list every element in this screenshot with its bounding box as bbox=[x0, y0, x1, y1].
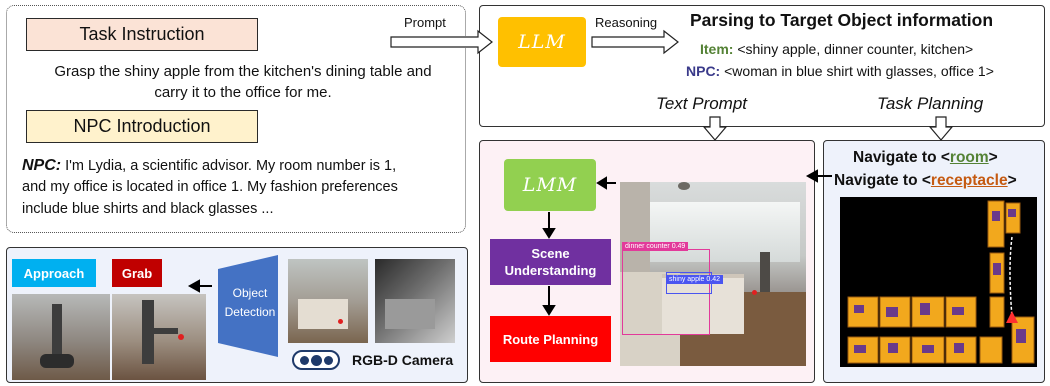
task-planning-label: Task Planning bbox=[877, 94, 984, 113]
nav-receptacle-suffix: > bbox=[1007, 172, 1017, 189]
grab-apple bbox=[178, 334, 184, 340]
route-planning-label: Route Planning bbox=[502, 331, 599, 347]
semantic-floor-map bbox=[840, 197, 1037, 367]
camera-lens-1 bbox=[300, 356, 309, 365]
scene-stool bbox=[760, 252, 770, 292]
nav-room-prefix: Navigate to < bbox=[853, 149, 950, 166]
approach-photo bbox=[12, 294, 110, 380]
reasoning-label: Reasoning bbox=[595, 15, 658, 30]
parsing-npc-line: NPC: <woman in blue shirt with glasses, … bbox=[686, 61, 994, 82]
detection-line2: Detection bbox=[224, 305, 276, 319]
rgbd-camera-icon bbox=[292, 350, 340, 370]
grab-badge: Grab bbox=[112, 259, 162, 287]
npc-target-label: NPC: bbox=[686, 63, 721, 79]
npc-intro-line3: include blue shirts and black glasses ..… bbox=[22, 201, 274, 217]
rgbd-camera-label: RGB-D Camera bbox=[352, 352, 454, 368]
lmm-box: LMM bbox=[504, 159, 596, 211]
navigation-path bbox=[1009, 236, 1013, 318]
approach-robot-base bbox=[40, 354, 74, 368]
apple-marker bbox=[752, 290, 757, 295]
counter-detection-label: dinner counter 0.49 bbox=[622, 242, 689, 251]
depth-image bbox=[375, 259, 455, 343]
scene-understanding-box: Scene Understanding bbox=[490, 239, 611, 285]
parsing-title: Parsing to Target Object information bbox=[690, 10, 994, 30]
scene-window bbox=[650, 202, 800, 262]
agent-marker bbox=[1006, 311, 1018, 323]
scene-line1: Scene bbox=[531, 246, 570, 261]
scene-counter bbox=[662, 274, 744, 334]
llm-box: LLM bbox=[498, 17, 586, 67]
route-planning-box: Route Planning bbox=[490, 316, 611, 362]
task-instruction-title: Task Instruction bbox=[79, 24, 205, 44]
apple-detection-label: shiny apple 0.42 bbox=[666, 275, 723, 284]
npc-intro-text1: I'm Lydia, a scientific advisor. My room… bbox=[61, 158, 397, 174]
map-furniture bbox=[854, 209, 1026, 353]
depth-counter bbox=[385, 299, 435, 329]
approach-robot-arm bbox=[52, 304, 62, 364]
grab-robot-arm bbox=[142, 300, 154, 364]
item-label: Item: bbox=[700, 41, 734, 57]
text-prompt-label: Text Prompt bbox=[656, 94, 748, 113]
rgb-counter bbox=[298, 299, 348, 329]
grab-robot-gripper bbox=[152, 328, 178, 334]
object-detection-label: Object Detection bbox=[220, 284, 280, 322]
parsing-panel bbox=[479, 5, 1045, 127]
camera-lens-2 bbox=[311, 355, 322, 366]
map-rooms bbox=[847, 200, 1035, 364]
npc-introduction-title: NPC Introduction bbox=[73, 116, 211, 136]
npc-intro-label: NPC: bbox=[22, 157, 62, 174]
scene-lamp bbox=[678, 182, 690, 190]
nav-room-word: room bbox=[949, 149, 989, 166]
nav-receptacle-word: receptacle bbox=[930, 172, 1008, 189]
grab-label: Grab bbox=[121, 265, 153, 281]
npc-intro-line2: and my office is located in office 1. My… bbox=[22, 179, 398, 195]
npc-target-value: <woman in blue shirt with glasses, offic… bbox=[720, 63, 994, 79]
rgb-apple bbox=[338, 319, 343, 324]
rgb-image bbox=[288, 259, 368, 343]
scene-line2: Understanding bbox=[504, 263, 597, 278]
npc-introduction-header: NPC Introduction bbox=[26, 110, 258, 143]
navigate-receptacle-line: Navigate to <receptacle> bbox=[834, 170, 1017, 191]
nav-room-suffix: > bbox=[988, 149, 998, 166]
camera-lens-3 bbox=[324, 356, 333, 365]
npc-intro-line1: NPC: I'm Lydia, a scientific advisor. My… bbox=[22, 155, 462, 177]
navigate-room-line: Navigate to <room> bbox=[853, 147, 998, 168]
grab-photo bbox=[112, 294, 206, 380]
task-instruction-header: Task Instruction bbox=[26, 18, 258, 51]
task-instruction-line2: carry it to the office for me. bbox=[154, 84, 332, 101]
nav-receptacle-prefix: Navigate to < bbox=[834, 172, 931, 189]
approach-label: Approach bbox=[23, 265, 85, 281]
prompt-label: Prompt bbox=[404, 15, 446, 30]
parsing-item-line: Item: <shiny apple, dinner counter, kitc… bbox=[700, 39, 973, 60]
approach-badge: Approach bbox=[12, 259, 96, 287]
item-value: <shiny apple, dinner counter, kitchen> bbox=[733, 41, 974, 57]
instruction-panel bbox=[6, 5, 466, 233]
detection-line1: Object bbox=[232, 286, 268, 300]
task-instruction-line1: Grasp the shiny apple from the kitchen's… bbox=[54, 63, 432, 80]
floor-map-drawing bbox=[847, 200, 1035, 364]
llm-label: LLM bbox=[518, 31, 566, 53]
lmm-label: LMM bbox=[522, 174, 578, 196]
kitchen-scene-image: dinner counter 0.49 shiny apple 0.42 bbox=[620, 182, 806, 366]
